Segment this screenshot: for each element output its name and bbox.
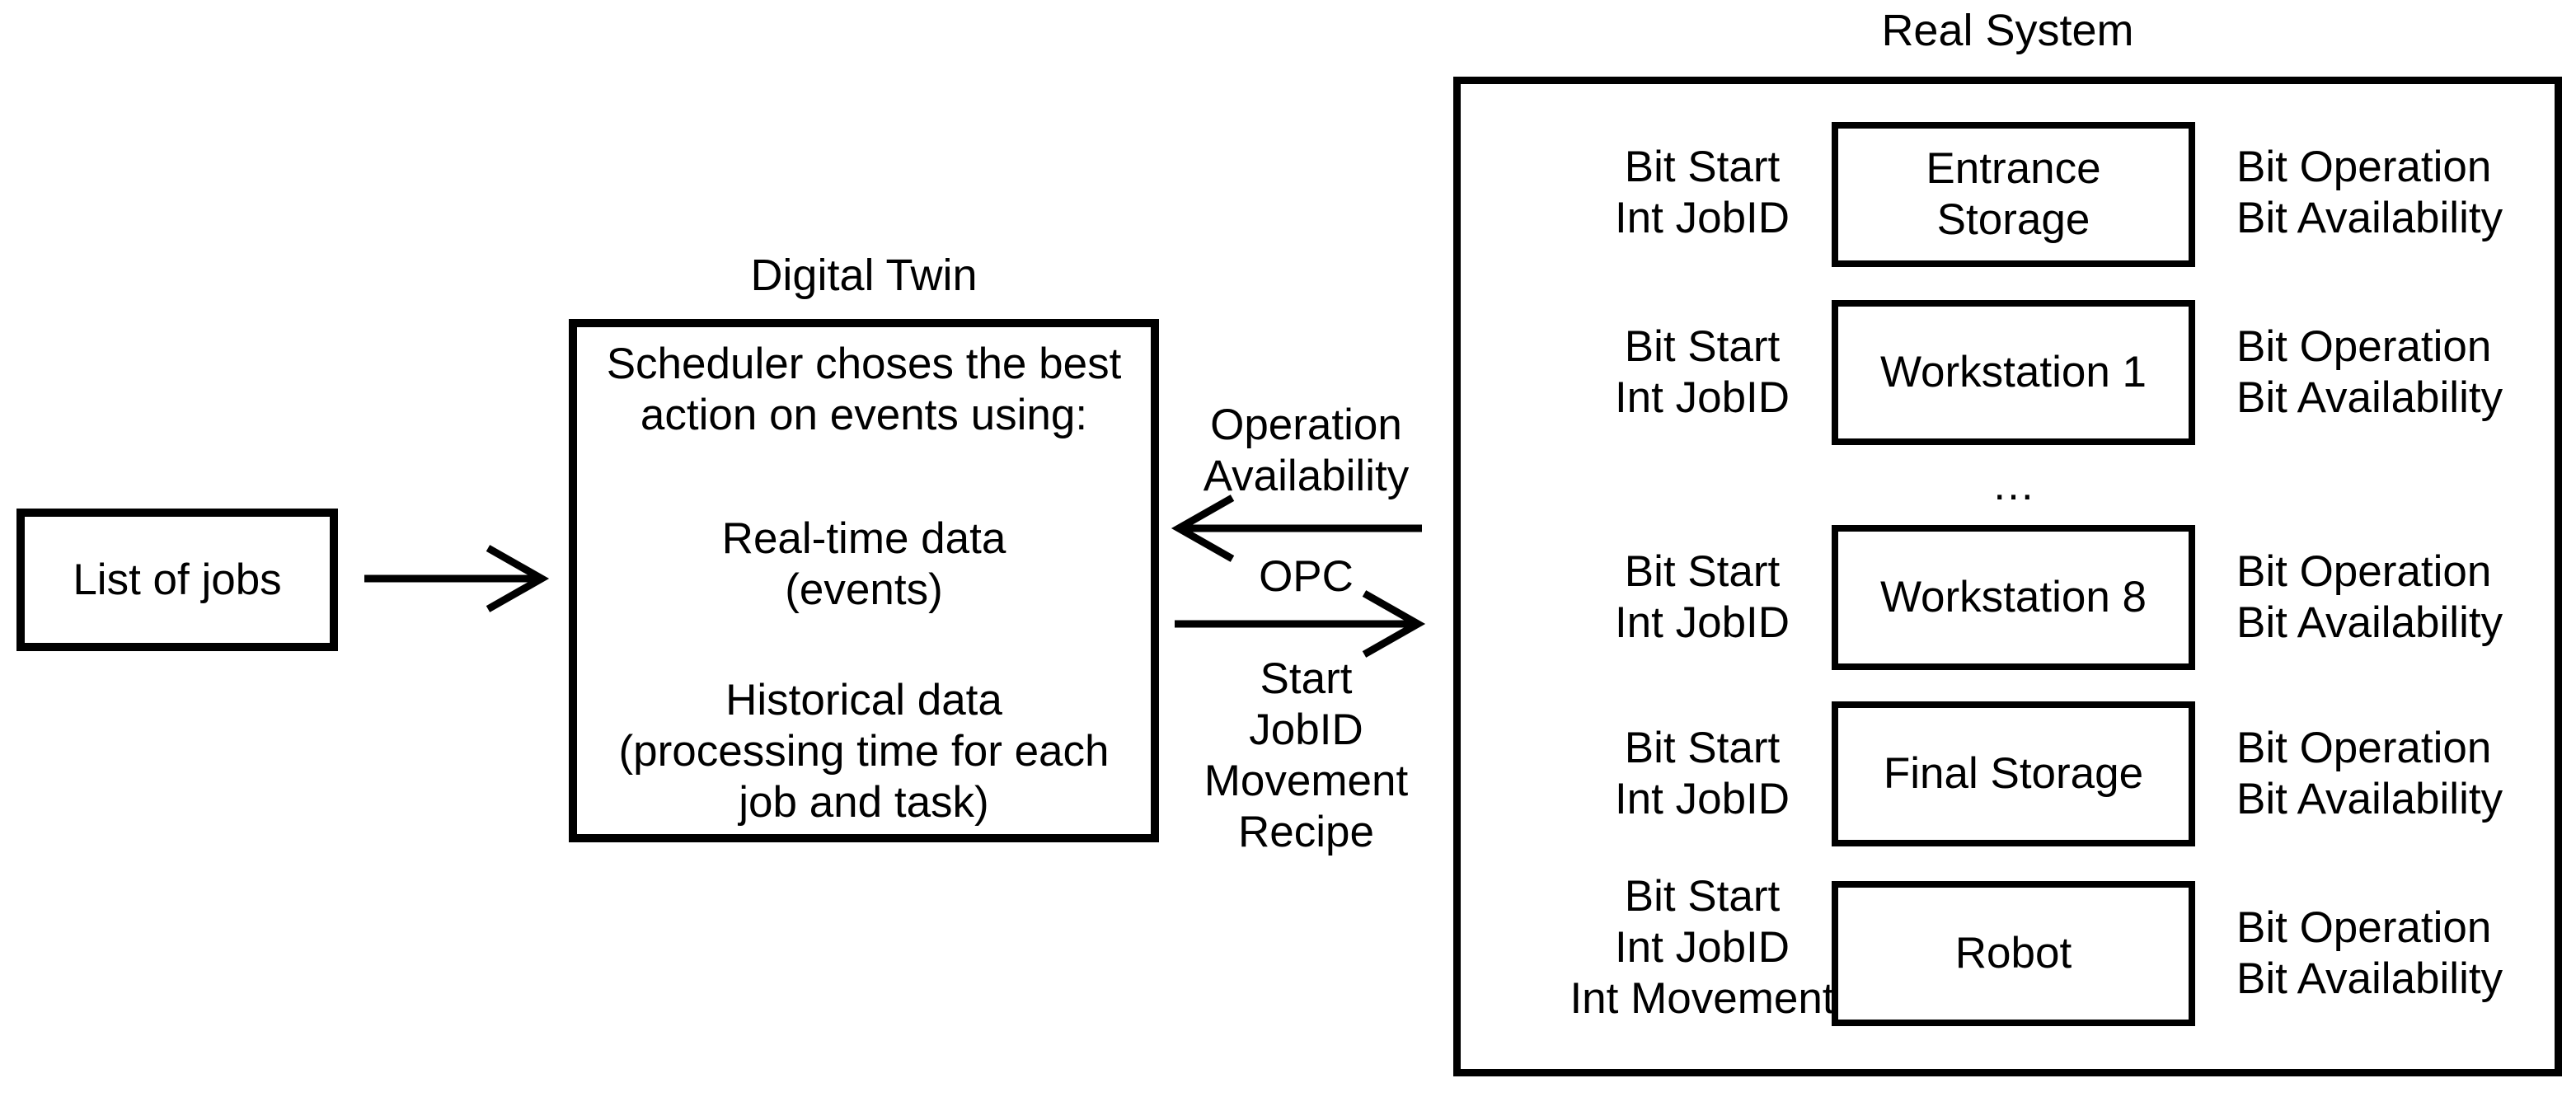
rows-ellipsis: … <box>1992 461 2035 509</box>
real-system-title: Real System <box>1881 6 2134 55</box>
int-jobid-label: Int JobID <box>1614 194 1790 242</box>
realtime-line-1: Real-time data <box>721 514 1006 563</box>
bit-availability-label: Bit Availability <box>2236 775 2503 823</box>
final-storage-left-label: Bit Start Int JobID <box>1533 723 1871 825</box>
start-jobid-movement-recipe-label: Start JobID Movement Recipe <box>1159 654 1453 858</box>
bit-availability-label: Bit Availability <box>2236 954 2503 1003</box>
historical-data-paragraph: Historical data (processing time for eac… <box>618 675 1109 828</box>
recipe-label: Recipe <box>1238 808 1374 856</box>
workstation-1-right-label: Bit Operation Bit Availability <box>2236 321 2558 424</box>
bit-operation-label: Bit Operation <box>2236 322 2492 371</box>
bit-operation-label: Bit Operation <box>2236 724 2492 772</box>
digital-twin-title: Digital Twin <box>750 251 978 300</box>
historical-line-3: job and task) <box>739 778 989 827</box>
digital-twin-to-real-system-arrow-icon <box>1175 590 1426 658</box>
bit-availability-label: Bit Availability <box>2236 194 2503 242</box>
robot-box: Robot <box>1832 881 2195 1026</box>
workstation-1-left-label: Bit Start Int JobID <box>1533 321 1871 424</box>
entrance-storage-left-label: Bit Start Int JobID <box>1533 142 1871 244</box>
workstation-8-label: Workstation 8 <box>1879 573 2147 621</box>
robot-label: Robot <box>1954 929 2072 977</box>
historical-line-1: Historical data <box>725 676 1002 724</box>
scheduler-line-1: Scheduler choses the best <box>606 340 1122 388</box>
entrance-storage-label-line-2: Storage <box>1936 195 2090 244</box>
real-system-to-digital-twin-arrow-icon <box>1171 495 1422 562</box>
digital-twin-box: Scheduler choses the best action on even… <box>569 319 1159 842</box>
opc-label: OPC <box>1259 552 1354 601</box>
bit-start-label: Bit Start <box>1624 143 1781 191</box>
scheduler-paragraph: Scheduler choses the best action on even… <box>607 339 1122 441</box>
int-jobid-label: Int JobID <box>1614 598 1790 647</box>
entrance-storage-right-label: Bit Operation Bit Availability <box>2236 142 2558 244</box>
jobs-to-digital-twin-arrow-icon <box>364 545 550 612</box>
realtime-line-2: (events) <box>785 565 943 614</box>
bit-availability-label: Bit Availability <box>2236 598 2503 647</box>
bit-operation-label: Bit Operation <box>2236 903 2492 952</box>
list-of-jobs-label: List of jobs <box>73 555 282 604</box>
bit-start-label: Bit Start <box>1624 724 1781 772</box>
entrance-storage-label-line-1: Entrance <box>1926 144 2101 193</box>
jobid-label: JobID <box>1249 706 1363 754</box>
bit-availability-label: Bit Availability <box>2236 373 2503 422</box>
entrance-storage-box: Entrance Storage <box>1832 122 2195 267</box>
workstation-8-right-label: Bit Operation Bit Availability <box>2236 546 2558 649</box>
bit-operation-label: Bit Operation <box>2236 547 2492 596</box>
robot-left-label: Bit Start Int JobID Int Movement <box>1533 871 1871 1024</box>
operation-label: Operation <box>1210 401 1402 449</box>
final-storage-right-label: Bit Operation Bit Availability <box>2236 723 2558 825</box>
workstation-8-left-label: Bit Start Int JobID <box>1533 546 1871 649</box>
robot-right-label: Bit Operation Bit Availability <box>2236 902 2558 1005</box>
bit-start-label: Bit Start <box>1624 547 1781 596</box>
start-label: Start <box>1260 654 1353 703</box>
workstation-1-box: Workstation 1 <box>1832 300 2195 445</box>
availability-label: Availability <box>1203 452 1410 500</box>
workstation-1-label: Workstation 1 <box>1879 348 2147 396</box>
list-of-jobs-box: List of jobs <box>16 509 338 651</box>
int-movement-label: Int Movement <box>1570 974 1835 1023</box>
movement-label: Movement <box>1204 757 1409 805</box>
scheduler-line-2: action on events using: <box>640 391 1088 439</box>
realtime-data-paragraph: Real-time data (events) <box>722 513 1006 616</box>
historical-line-2: (processing time for each <box>618 727 1110 776</box>
int-jobid-label: Int JobID <box>1614 373 1790 422</box>
int-jobid-label: Int JobID <box>1614 775 1790 823</box>
operation-availability-label: Operation Availability <box>1159 400 1453 502</box>
bit-start-label: Bit Start <box>1624 322 1781 371</box>
workstation-8-box: Workstation 8 <box>1832 525 2195 670</box>
bit-start-label: Bit Start <box>1624 872 1781 921</box>
final-storage-label: Final Storage <box>1883 749 2144 798</box>
bit-operation-label: Bit Operation <box>2236 143 2492 191</box>
int-jobid-label: Int JobID <box>1614 923 1790 972</box>
final-storage-box: Final Storage <box>1832 701 2195 846</box>
